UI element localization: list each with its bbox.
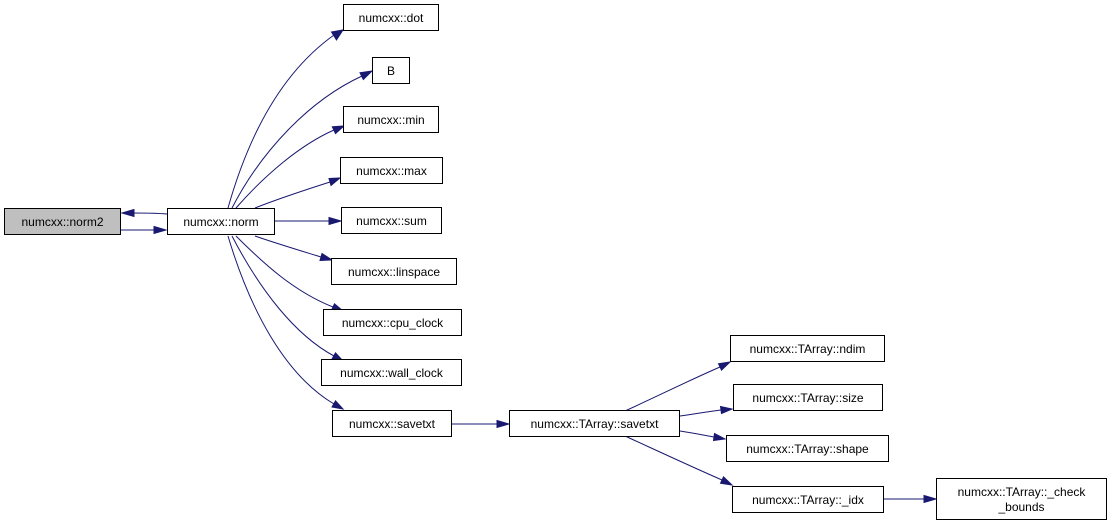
node-cpu-clock-label: numcxx::cpu_clock <box>342 316 444 330</box>
edge-norm-to-norm2 <box>120 208 168 218</box>
edge-norm-to-min <box>235 125 346 209</box>
node-linspace[interactable]: numcxx::linspace <box>331 258 457 285</box>
node-savetxt-label: numcxx::savetxt <box>349 417 436 431</box>
edge-norm-to-wall-clock <box>231 235 345 362</box>
node-tarray-check-bounds-label-line2: _bounds <box>997 500 1044 514</box>
edge-idx-to-check-bounds <box>884 494 938 504</box>
edge-norm-to-linspace <box>254 235 334 262</box>
node-dot-label: numcxx::dot <box>359 11 424 25</box>
edge-norm-to-sum <box>275 216 343 226</box>
node-tarray-check-bounds-label-line1: numcxx::TArray::_check <box>958 485 1087 499</box>
node-tarray-size-label: numcxx::TArray::size <box>752 391 863 405</box>
node-tarray-ndim-label: numcxx::TArray::ndim <box>750 342 866 356</box>
node-tarray-savetxt-label: numcxx::TArray::savetxt <box>531 417 659 431</box>
edge-norm-to-max <box>254 177 342 209</box>
edge-tarray-savetxt-to-size <box>679 405 734 417</box>
node-tarray-size[interactable]: numcxx::TArray::size <box>733 384 883 411</box>
edge-tarray-savetxt-to-idx <box>624 435 734 486</box>
edge-savetxt-to-tarray-savetxt <box>452 419 511 429</box>
node-linspace-label: numcxx::linspace <box>348 265 440 279</box>
edge-norm-to-b <box>231 70 374 209</box>
node-savetxt[interactable]: numcxx::savetxt <box>332 410 452 437</box>
node-b[interactable]: B <box>372 57 410 84</box>
node-norm-label: numcxx::norm <box>183 215 258 229</box>
edge-tarray-savetxt-to-shape <box>679 430 727 442</box>
edge-norm-to-dot <box>227 29 345 209</box>
node-max[interactable]: numcxx::max <box>340 157 443 184</box>
node-tarray-idx-label: numcxx::TArray::_idx <box>752 493 864 507</box>
node-tarray-ndim[interactable]: numcxx::TArray::ndim <box>730 335 885 362</box>
node-sum-label: numcxx::sum <box>356 214 427 228</box>
node-tarray-shape[interactable]: numcxx::TArray::shape <box>726 435 889 462</box>
node-wall-clock-label: numcxx::wall_clock <box>340 366 444 380</box>
node-tarray-savetxt[interactable]: numcxx::TArray::savetxt <box>509 410 680 437</box>
node-wall-clock[interactable]: numcxx::wall_clock <box>321 359 462 386</box>
node-min-label: numcxx::min <box>357 113 424 127</box>
node-norm2[interactable]: numcxx::norm2 <box>4 208 121 235</box>
node-b-label: B <box>387 64 395 78</box>
edge-tarray-savetxt-to-ndim <box>624 361 732 412</box>
node-cpu-clock[interactable]: numcxx::cpu_clock <box>323 309 462 336</box>
edge-norm2-to-norm <box>120 225 168 235</box>
node-norm2-label: numcxx::norm2 <box>21 215 103 229</box>
node-sum[interactable]: numcxx::sum <box>341 207 442 234</box>
edge-norm-to-savetxt <box>227 235 345 410</box>
node-max-label: numcxx::max <box>356 164 427 178</box>
node-tarray-check-bounds[interactable]: numcxx::TArray::_check _bounds <box>936 478 1107 520</box>
node-tarray-idx[interactable]: numcxx::TArray::_idx <box>732 486 884 513</box>
node-dot[interactable]: numcxx::dot <box>343 4 439 31</box>
node-tarray-shape-label: numcxx::TArray::shape <box>746 442 869 456</box>
node-norm[interactable]: numcxx::norm <box>167 208 275 235</box>
node-min[interactable]: numcxx::min <box>343 106 439 133</box>
